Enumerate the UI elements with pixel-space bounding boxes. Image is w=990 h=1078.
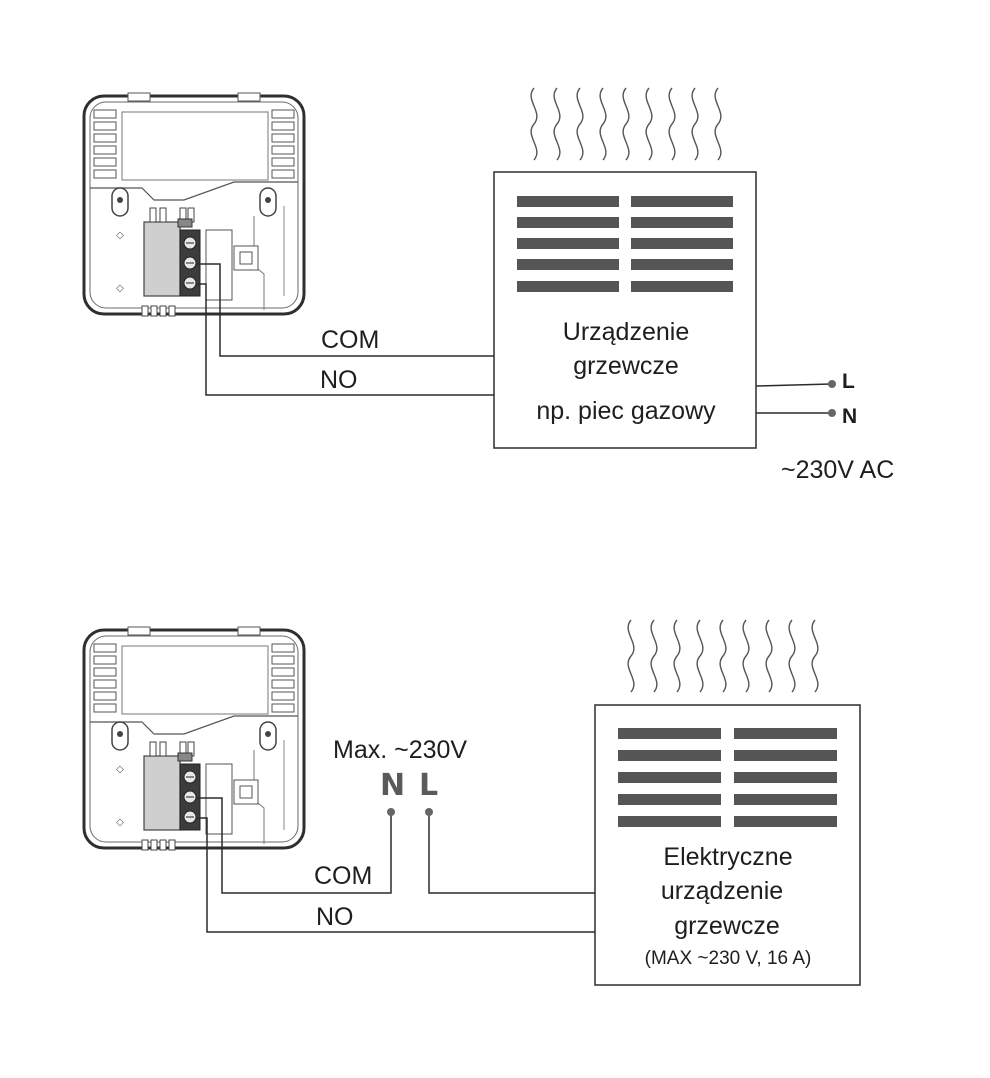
pin-l-label: L — [419, 768, 439, 803]
supply-l-label: L — [842, 370, 855, 393]
terminal-l-dot-1 — [828, 380, 836, 388]
thermostat-1-illustration — [82, 91, 306, 318]
device-1-line3: np. piec gazowy — [536, 397, 716, 425]
pin-l-dot-2 — [425, 808, 433, 816]
device-1-line2: grzewcze — [573, 352, 679, 380]
wire-com-2 — [196, 797, 392, 894]
device-1-line1: Urządzenie — [562, 318, 690, 346]
wire-com-label-2: COM — [314, 862, 373, 890]
wires-1 — [196, 263, 832, 414]
wire-no-1 — [196, 283, 494, 396]
device-2-line3: grzewcze — [674, 912, 780, 940]
wire-com-1 — [196, 263, 494, 357]
wire-no-label-2: NO — [316, 903, 354, 931]
supply-n-label: N — [842, 405, 858, 428]
diagram2-group — [82, 619, 861, 986]
wires-2 — [196, 797, 595, 933]
heat-waves-1 — [530, 87, 722, 161]
diagram1-group — [82, 87, 836, 449]
wire-com-label-1: COM — [321, 326, 380, 354]
grille-1 — [517, 196, 733, 292]
wire-no-2 — [196, 817, 595, 933]
wire-l-1 — [755, 383, 832, 387]
pin-n-dot-2 — [387, 808, 395, 816]
wire-no-label-1: NO — [320, 366, 358, 394]
terminal-n-dot-1 — [828, 409, 836, 417]
supply-voltage-label: ~230V AC — [781, 456, 895, 484]
max-voltage-label: Max. ~230V — [333, 736, 468, 764]
grille-2 — [618, 728, 837, 827]
device-2-line1: Elektryczne — [663, 843, 793, 871]
device-2-line4: (MAX ~230 V, 16 A) — [644, 948, 812, 969]
thermostat-2-illustration — [82, 625, 306, 852]
device-2-line2: urządzenie — [660, 877, 784, 905]
heat-waves-2 — [627, 619, 819, 693]
pin-n-label: N — [380, 768, 406, 803]
wire-l-2 — [428, 813, 595, 894]
